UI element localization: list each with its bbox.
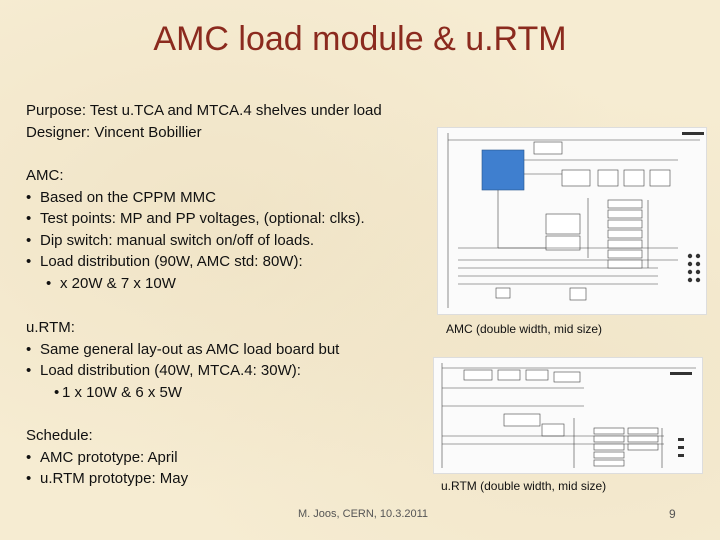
amc-diagram-graphic — [447, 132, 704, 308]
schedule-bullet-text: u.RTM prototype: May — [40, 470, 189, 487]
urtm-bullet: • Same general lay-out as AMC load board … — [26, 339, 339, 361]
amc-bullet: • Dip switch: manual switch on/off of loa… — [26, 230, 365, 252]
urtm-sub-bullet: •1 x 10W & 6 x 5W — [26, 382, 339, 404]
bullet-glyph: • — [26, 362, 32, 379]
amc-bullet: • Load distribution (90W, AMC std: 80W): — [26, 251, 365, 273]
amc-caption: AMC (double width, mid size) — [446, 322, 603, 336]
amc-sub-text: x 20W & 7 x 10W — [60, 274, 176, 292]
bullet-glyph: • — [26, 470, 32, 487]
amc-sub-bullet: • x 20W & 7 x 10W — [26, 273, 365, 295]
amc-bullet-text: Load distribution (90W, AMC std: 80W): — [40, 253, 303, 270]
urtm-diagram-graphic — [441, 363, 696, 468]
urtm-heading: u.RTM: — [26, 319, 75, 336]
amc-bullet: • Based on the CPPM MMC — [26, 187, 365, 209]
designer-text: Designer: Vincent Bobillier — [26, 123, 202, 141]
amc-bullet-text: Dip switch: manual switch on/off of load… — [40, 231, 315, 249]
urtm-caption: u.RTM (double width, mid size) — [441, 479, 607, 493]
urtm-bullet: • Load distribution (40W, MTCA.4: 30W): — [26, 360, 339, 382]
bullet-glyph: • — [54, 383, 60, 401]
schedule-section: Schedule: • AMC prototype: April • u.RTM p… — [26, 425, 188, 490]
amc-heading: AMC: — [26, 167, 64, 184]
urtm-block-diagram — [433, 357, 703, 474]
schedule-bullet: • AMC prototype: April — [26, 447, 188, 469]
bullet-glyph: • — [26, 210, 32, 227]
bullet-glyph: • — [26, 231, 32, 249]
bullet-glyph: • — [26, 253, 32, 270]
bullet-glyph: • — [46, 274, 52, 292]
intro-block: Purpose: Test u.TCA and MTCA.4 shelves u… — [26, 100, 382, 143]
amc-block-diagram — [437, 127, 707, 315]
bullet-glyph: • — [26, 340, 32, 358]
purpose-text: Purpose: Test u.TCA and MTCA.4 shelves u… — [26, 102, 382, 119]
urtm-section: u.RTM: • Same general lay-out as AMC load… — [26, 317, 339, 403]
amc-bullet-text: Based on the CPPM MMC — [40, 188, 216, 206]
urtm-sub-text: 1 x 10W & 6 x 5W — [62, 383, 183, 401]
amc-section: AMC: • Based on the CPPM MMC • Test points… — [26, 165, 365, 294]
schedule-heading: Schedule: — [26, 427, 93, 444]
schedule-bullet: • u.RTM prototype: May — [26, 468, 188, 490]
urtm-bullet-text: Same general lay-out as AMC load board b… — [40, 340, 340, 358]
urtm-bullet-text: Load distribution (40W, MTCA.4: 30W): — [40, 362, 301, 379]
bullet-glyph: • — [26, 448, 32, 466]
amc-bullet-text: Test points: MP and PP voltages, (option… — [40, 210, 365, 227]
amc-bullet: • Test points: MP and PP voltages, (optio… — [26, 208, 365, 230]
page-number: 9 — [669, 507, 676, 521]
bullet-glyph: • — [26, 188, 32, 206]
slide-title: AMC load module & u.RTM — [153, 20, 567, 58]
footer-text: M. Joos, CERN, 10.3.2011 — [298, 508, 429, 520]
schedule-bullet-text: AMC prototype: April — [40, 448, 178, 466]
